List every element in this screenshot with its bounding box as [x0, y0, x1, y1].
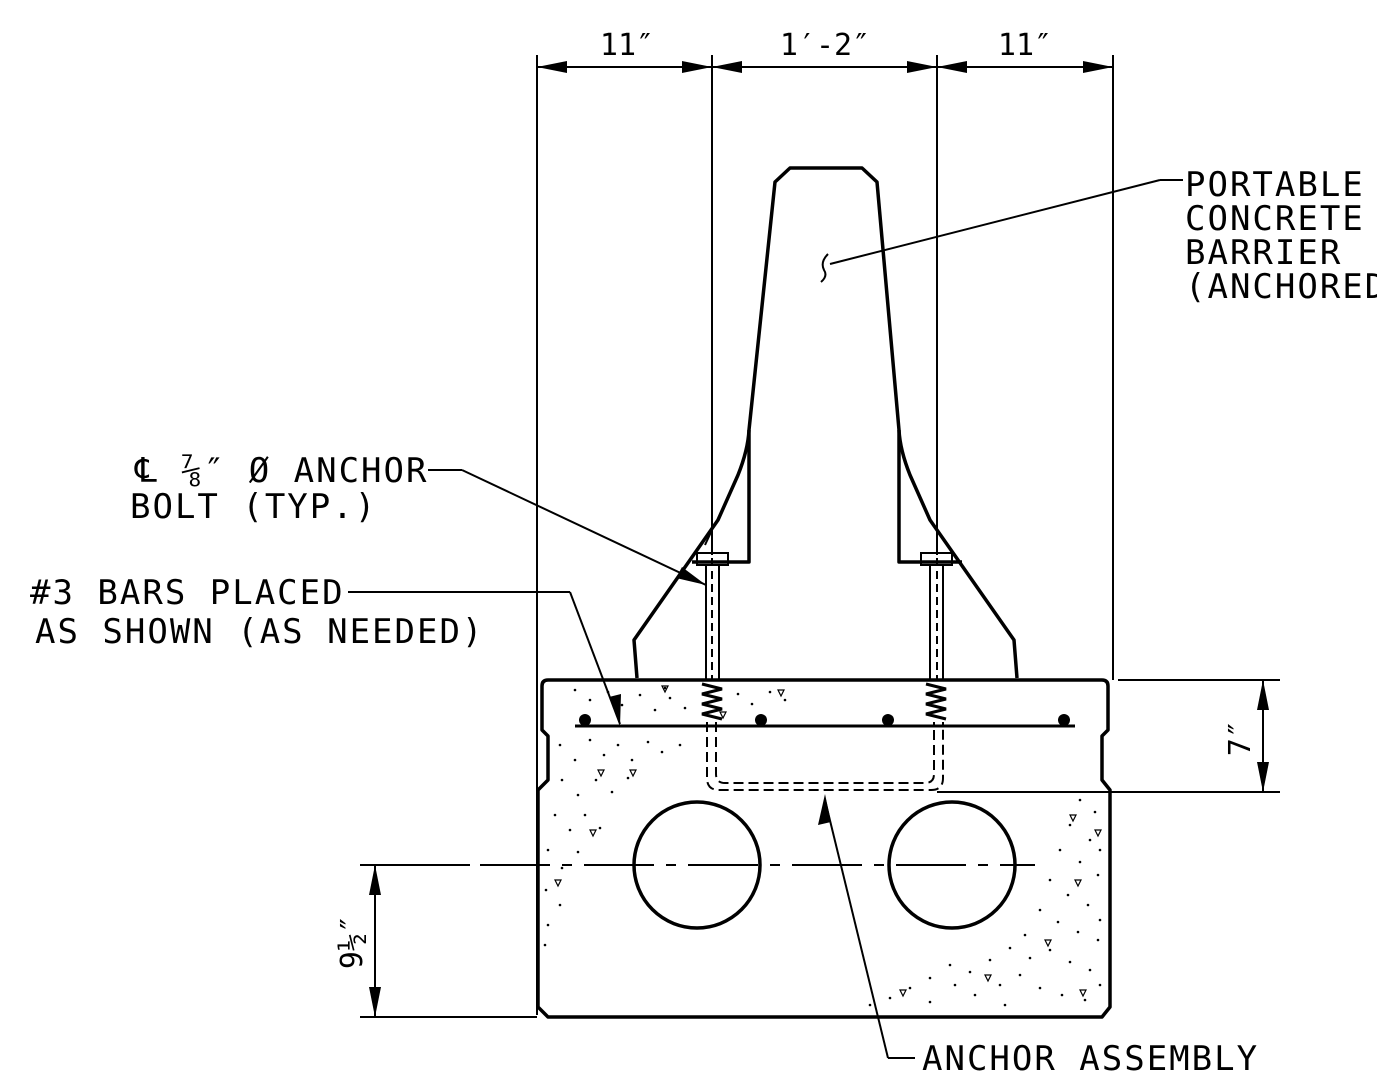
concrete-stipple	[543, 686, 1102, 1007]
bars-label: #3 BARS PLACED AS SHOWN (AS NEEDED)	[30, 573, 484, 652]
dim-top-slab-height: 7″	[1223, 720, 1258, 756]
leader-lines	[348, 179, 1183, 1059]
extension-lines	[360, 55, 1280, 1018]
anchor-bolt-label: ℄ ⅞″ Ø ANCHOR BOLT (TYP.)	[130, 451, 428, 527]
concrete-aggregate	[554, 685, 1102, 998]
left-dimension-9-5in	[369, 865, 381, 1017]
base-slab	[536, 678, 1112, 1019]
dim-right-width: 11″	[998, 28, 1052, 63]
left-hole	[632, 800, 762, 930]
right-hole	[887, 800, 1017, 930]
portable-concrete-barrier	[632, 166, 1019, 679]
leader-arrowheads	[609, 567, 831, 825]
anchor-bolt-left	[696, 545, 729, 721]
right-dimension-7in	[1257, 680, 1269, 792]
svg-text:CONCRETE: CONCRETE	[1185, 199, 1365, 239]
svg-text:AS SHOWN (AS NEEDED): AS SHOWN (AS NEEDED)	[35, 612, 484, 652]
top-dimension-line	[537, 61, 1113, 73]
svg-text:#3 BARS PLACED: #3 BARS PLACED	[30, 573, 345, 613]
svg-text:℄ ⅞″ Ø ANCHOR: ℄ ⅞″ Ø ANCHOR	[134, 451, 428, 491]
svg-text:(ANCHORED: (ANCHORED	[1185, 267, 1377, 307]
svg-text:BOLT (TYP.): BOLT (TYP.)	[130, 487, 377, 527]
svg-text:PORTABLE: PORTABLE	[1185, 165, 1365, 205]
dim-left-width: 11″	[600, 28, 654, 63]
anchor-assembly-label: ANCHOR ASSEMBLY	[922, 1039, 1259, 1078]
svg-text:BARRIER: BARRIER	[1185, 233, 1342, 273]
rebar	[575, 714, 1075, 728]
barrier-section-mark	[820, 253, 829, 283]
barrier-label: PORTABLE CONCRETE BARRIER (ANCHORED	[1185, 165, 1377, 307]
anchor-bolt-right	[920, 545, 953, 721]
dim-center-width: 1′-2″	[780, 28, 870, 63]
dim-hole-elevation: 9½″	[335, 915, 370, 969]
anchor-assembly-hidden	[706, 722, 944, 791]
